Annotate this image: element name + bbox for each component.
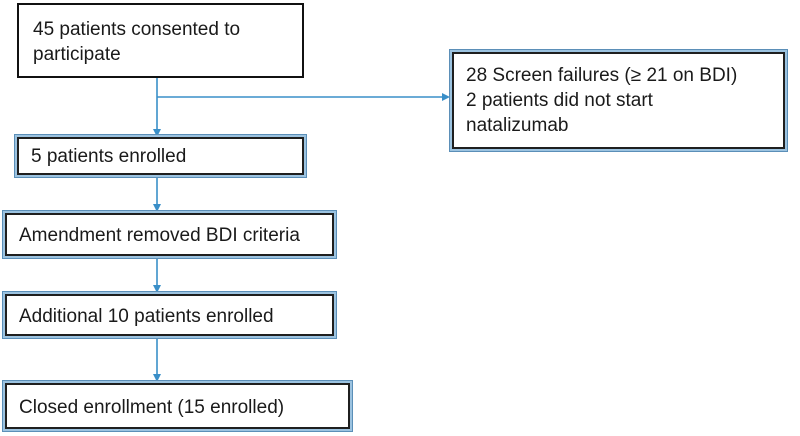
did-not-start-line: 2 patients did not start: [466, 90, 653, 111]
additional-enrolled-box: Additional 10 patients enrolled: [5, 294, 334, 336]
consented-box: 45 patients consented to participate: [17, 3, 304, 78]
consented-line-1: 45 patients consented to: [33, 19, 241, 40]
amendment-box: Amendment removed BDI criteria: [5, 213, 334, 256]
closed-enrollment-box: Closed enrollment (15 enrolled): [5, 383, 350, 429]
closed-enrollment-label: Closed enrollment (15 enrolled): [19, 397, 285, 418]
natalizumab-line: natalizumab: [466, 115, 569, 136]
amendment-label: Amendment removed BDI criteria: [19, 225, 300, 246]
screen-failures-box: 28 Screen failures (≥ 21 on BDI) 2 patie…: [452, 52, 785, 149]
consented-line-2: participate: [33, 44, 121, 65]
additional-enrolled-label: Additional 10 patients enrolled: [19, 306, 274, 327]
enrolled-box: 5 patients enrolled: [17, 137, 304, 175]
screen-failures-line: 28 Screen failures (≥ 21 on BDI): [466, 65, 738, 86]
enrolled-label: 5 patients enrolled: [31, 146, 187, 167]
